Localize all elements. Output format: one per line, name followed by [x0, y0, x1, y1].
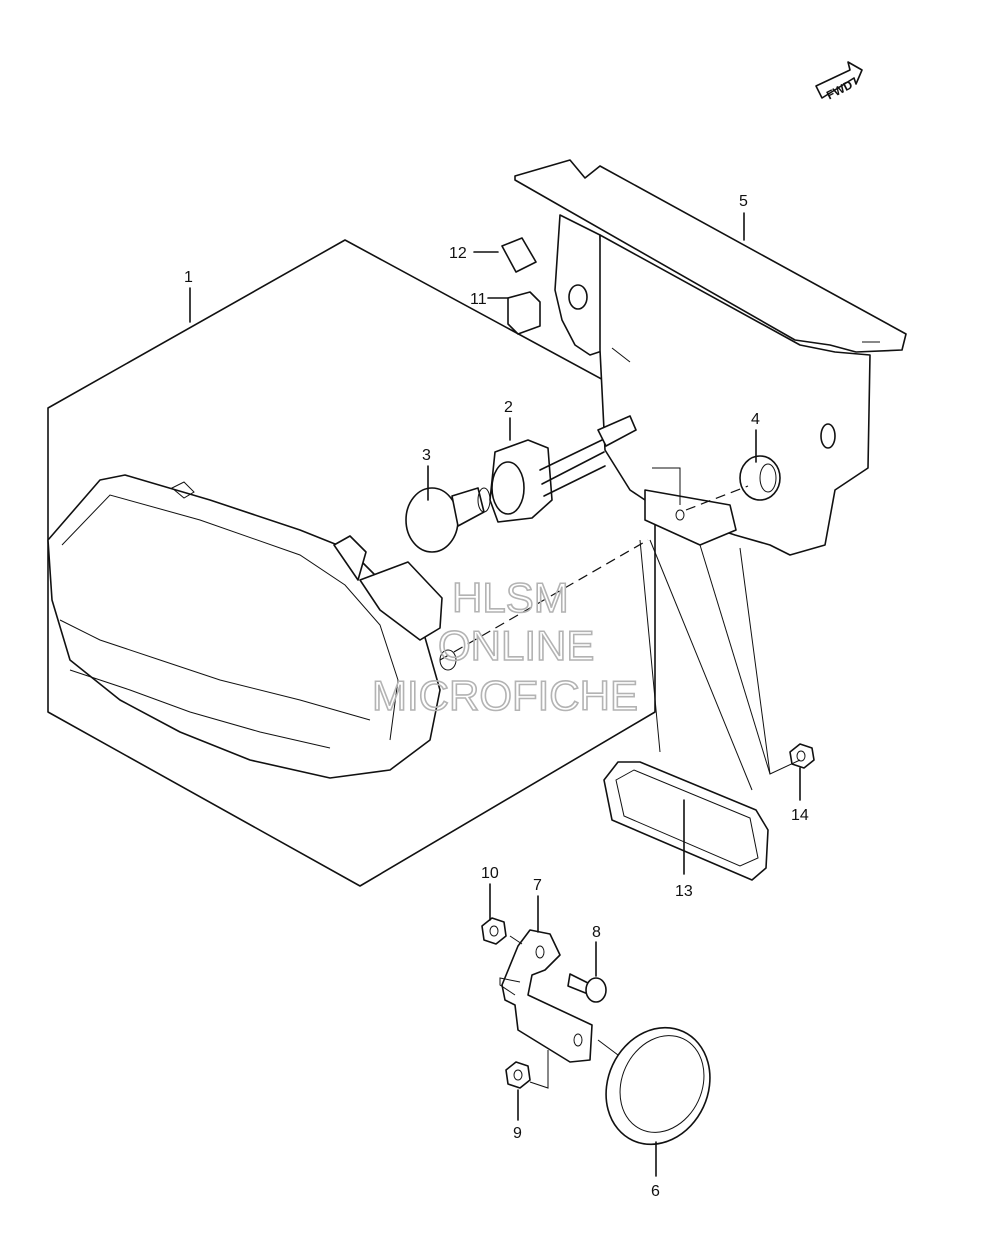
callout-7: 7	[533, 877, 542, 894]
nut-10	[481, 917, 507, 945]
reflector-6	[605, 1026, 711, 1146]
bulb-3	[405, 487, 491, 553]
forward-arrow-icon: FWD	[815, 61, 863, 102]
callout-5: 5	[739, 193, 748, 210]
cushion-11	[507, 291, 541, 335]
reflector-13	[603, 761, 769, 881]
callout-10: 10	[481, 865, 499, 882]
leader-lines	[189, 212, 801, 1177]
bracket-7	[499, 929, 593, 1063]
watermark-line-2: ONLINE	[438, 622, 594, 669]
callout-12: 12	[449, 245, 467, 262]
cushion-12	[501, 237, 537, 273]
callout-13: 13	[675, 883, 693, 900]
callout-6: 6	[651, 1183, 660, 1200]
callout-11: 11	[470, 291, 487, 308]
callout-3: 3	[422, 447, 431, 464]
grommet-4	[739, 455, 781, 501]
callout-14: 14	[791, 807, 809, 824]
bracket-5	[514, 159, 907, 556]
nut-14	[789, 743, 815, 769]
taillight-lens	[47, 474, 457, 779]
nut-9	[505, 1061, 531, 1089]
callout-8: 8	[592, 924, 601, 941]
watermark-line-1: HLSM	[452, 574, 569, 621]
watermark-line-3: MICROFICHE	[372, 672, 638, 719]
screw-8	[567, 973, 607, 1003]
callout-1: 1	[184, 269, 193, 286]
callout-4: 4	[751, 411, 760, 428]
assembly-outline	[47, 239, 656, 887]
callout-9: 9	[513, 1125, 522, 1142]
bulb-socket-2	[489, 415, 637, 523]
callout-2: 2	[504, 399, 513, 416]
